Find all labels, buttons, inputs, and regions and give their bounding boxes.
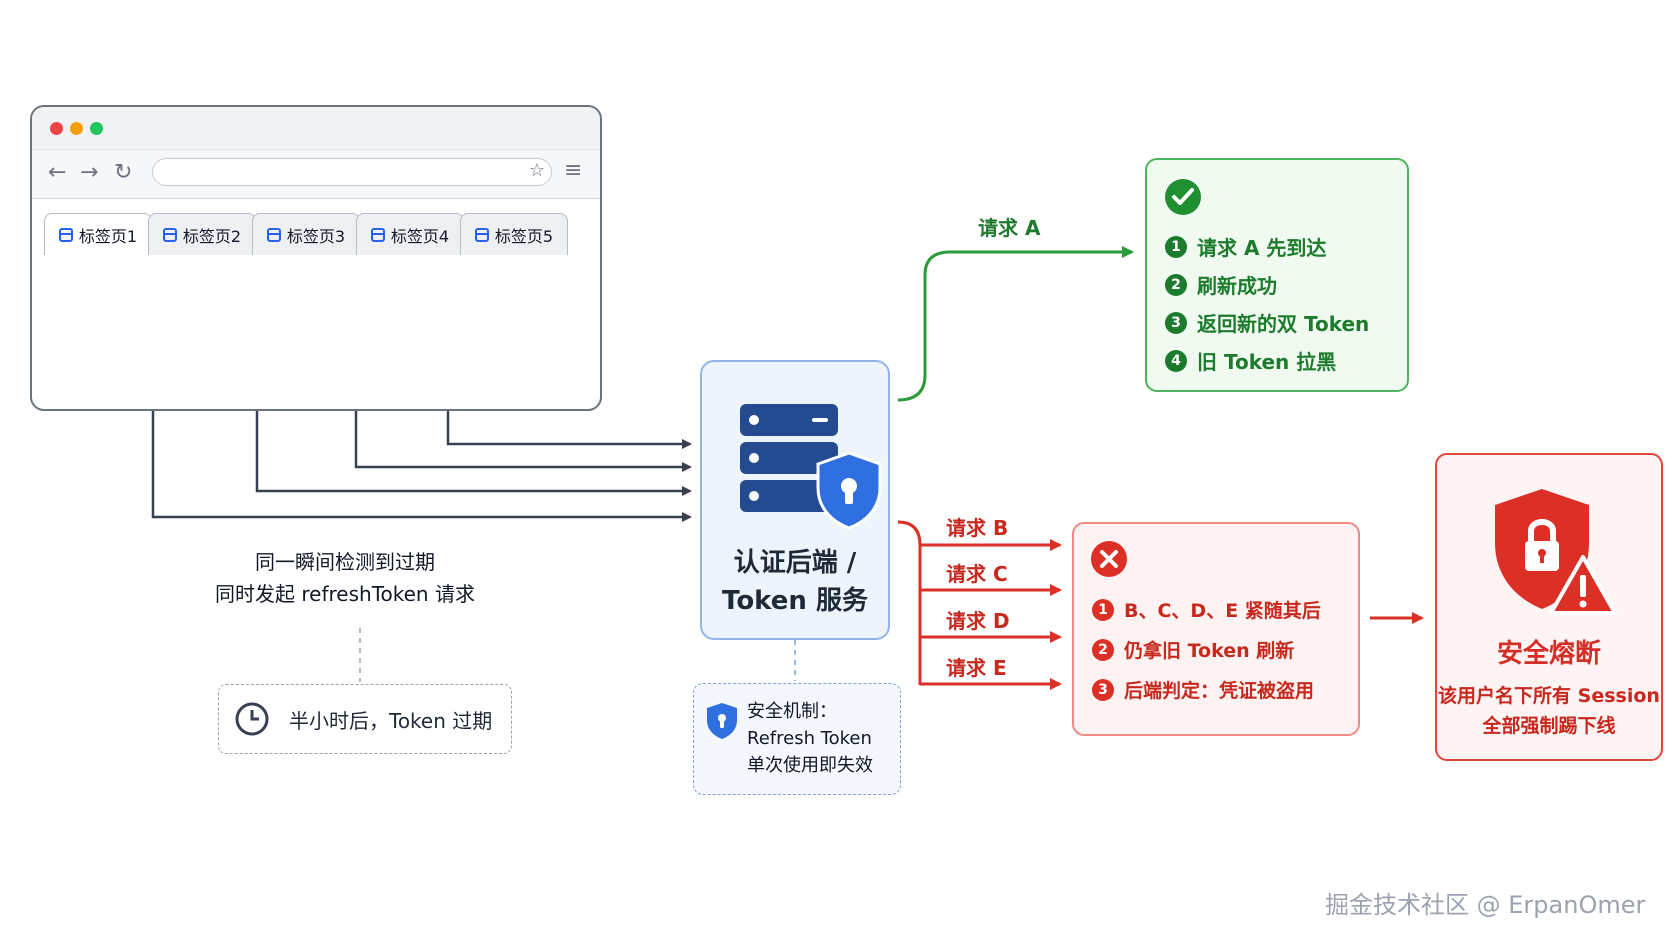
- check-circle-icon: [1165, 179, 1201, 215]
- security-fuse-description: 该用户名下所有 Session 全部强制踢下线: [1437, 681, 1661, 741]
- fuse-desc-line: 全部强制踢下线: [1482, 715, 1616, 737]
- step-number-badge: 4: [1165, 349, 1187, 372]
- security-fuse-title: 安全熔断: [1496, 639, 1601, 669]
- browser-toolbar: ← → ↻ ☆ ≡: [32, 150, 600, 199]
- menu-icon[interactable]: ≡: [564, 158, 583, 183]
- success-step: 2 刷新成功: [1165, 270, 1277, 299]
- step-text: 旧 Token 拉黑: [1197, 350, 1337, 374]
- step-number-badge: 2: [1092, 638, 1114, 661]
- browser-tab[interactable]: 标签页4: [356, 213, 464, 255]
- request-a-label: 请求 A: [978, 216, 1041, 240]
- token-expiry-note: 半小时后，Token 过期: [218, 684, 512, 754]
- concurrent-refresh-caption: 同一瞬间检测到过期: [190, 546, 500, 575]
- minimize-window-dot[interactable]: [70, 122, 83, 135]
- tab-page-icon: [162, 227, 177, 242]
- browser-titlebar: [32, 107, 600, 150]
- server-icon: [740, 404, 838, 512]
- step-text: B、C、D、E 紧随其后: [1124, 600, 1321, 622]
- browser-window: ← → ↻ ☆ ≡ 标签页1 标签页2 标签页3 标签页4: [30, 105, 602, 411]
- tab-page-icon: [266, 227, 281, 242]
- address-bar-input[interactable]: ☆: [152, 158, 552, 186]
- clock-icon: [235, 702, 269, 736]
- fail-step: 3 后端判定：凭证被盗用: [1092, 676, 1314, 703]
- tab-page-icon: [58, 227, 73, 242]
- tab-page-icon: [370, 227, 385, 242]
- close-window-dot[interactable]: [50, 122, 63, 135]
- step-text: 请求 A 先到达: [1197, 236, 1327, 260]
- back-arrow-icon[interactable]: ←: [48, 160, 67, 185]
- auth-backend-node: 认证后端 / Token 服务: [700, 360, 890, 640]
- step-number-badge: 1: [1165, 235, 1187, 258]
- bookmark-star-icon[interactable]: ☆: [528, 160, 545, 181]
- success-step: 1 请求 A 先到达: [1165, 232, 1326, 261]
- step-text: 仍拿旧 Token 刷新: [1124, 640, 1295, 662]
- browser-tab[interactable]: 标签页2: [148, 213, 256, 255]
- security-note-line: 单次使用即失效: [747, 755, 873, 776]
- error-circle-icon: [1091, 541, 1127, 577]
- forward-arrow-icon[interactable]: →: [80, 160, 99, 185]
- caption-line: 同时发起 refreshToken 请求: [215, 582, 475, 606]
- step-text: 刷新成功: [1197, 274, 1277, 298]
- shield-lock-icon: [816, 451, 882, 530]
- caption-line: 同一瞬间检测到过期: [255, 550, 435, 574]
- fuse-desc-line: 该用户名下所有 Session: [1438, 685, 1660, 707]
- request-a-arrow: [897, 246, 1134, 402]
- refresh-success-box: 1 请求 A 先到达 2 刷新成功 3 返回新的双 Token 4 旧 Toke…: [1145, 158, 1409, 392]
- tab-label: 标签页1: [78, 226, 138, 246]
- request-e-label: 请求 E: [946, 656, 1007, 680]
- tab-label: 标签页4: [390, 226, 450, 246]
- tab-label: 标签页3: [286, 226, 346, 246]
- request-bcde-arrows: [897, 520, 1062, 690]
- step-number-badge: 3: [1092, 678, 1114, 701]
- browser-tab[interactable]: 标签页5: [460, 213, 568, 255]
- security-fuse-box: 安全熔断 该用户名下所有 Session 全部强制踢下线: [1435, 453, 1663, 761]
- refresh-fail-box: 1 B、C、D、E 紧随其后 2 仍拿旧 Token 刷新 3 后端判定：凭证被…: [1072, 522, 1360, 736]
- security-mechanism-note: 安全机制： Refresh Token 单次使用即失效: [693, 683, 901, 795]
- step-number-badge: 2: [1165, 273, 1187, 296]
- fail-step: 2 仍拿旧 Token 刷新: [1092, 636, 1294, 663]
- token-expiry-label: 半小时后，Token 过期: [289, 708, 493, 733]
- auth-backend-title: 认证后端 / Token 服务: [702, 544, 888, 620]
- reload-icon[interactable]: ↻: [114, 160, 133, 185]
- tab-page-icon: [474, 227, 489, 242]
- step-number-badge: 1: [1092, 598, 1114, 621]
- tab-label: 标签页2: [182, 226, 242, 246]
- success-step: 4 旧 Token 拉黑: [1165, 346, 1336, 375]
- shield-lock-icon: [707, 703, 737, 739]
- auth-backend-title-line: 认证后端 /: [733, 548, 857, 578]
- shield-lock-warning-icon: [1495, 489, 1617, 615]
- request-fan-lines: [151, 400, 692, 522]
- request-b-label: 请求 B: [946, 516, 1009, 540]
- watermark: 掘金技术社区 @ ErpanOmer: [1325, 891, 1646, 919]
- security-note-line: 安全机制：: [747, 701, 837, 722]
- browser-tab[interactable]: 标签页1: [44, 213, 152, 255]
- success-step: 3 返回新的双 Token: [1165, 308, 1369, 337]
- fail-step: 1 B、C、D、E 紧随其后: [1092, 596, 1321, 623]
- security-note-line: Refresh Token: [747, 728, 872, 749]
- step-number-badge: 3: [1165, 311, 1187, 334]
- request-d-label: 请求 D: [946, 609, 1010, 633]
- browser-tab[interactable]: 标签页3: [252, 213, 360, 255]
- tab-label: 标签页5: [494, 226, 554, 246]
- step-text: 后端判定：凭证被盗用: [1124, 680, 1315, 702]
- maximize-window-dot[interactable]: [90, 122, 103, 135]
- step-text: 返回新的双 Token: [1197, 312, 1370, 336]
- security-mechanism-text: 安全机制： Refresh Token 单次使用即失效: [747, 698, 873, 779]
- request-c-label: 请求 C: [946, 562, 1008, 586]
- auth-backend-title-line: Token 服务: [722, 586, 868, 616]
- concurrent-refresh-caption: 同时发起 refreshToken 请求: [190, 578, 500, 607]
